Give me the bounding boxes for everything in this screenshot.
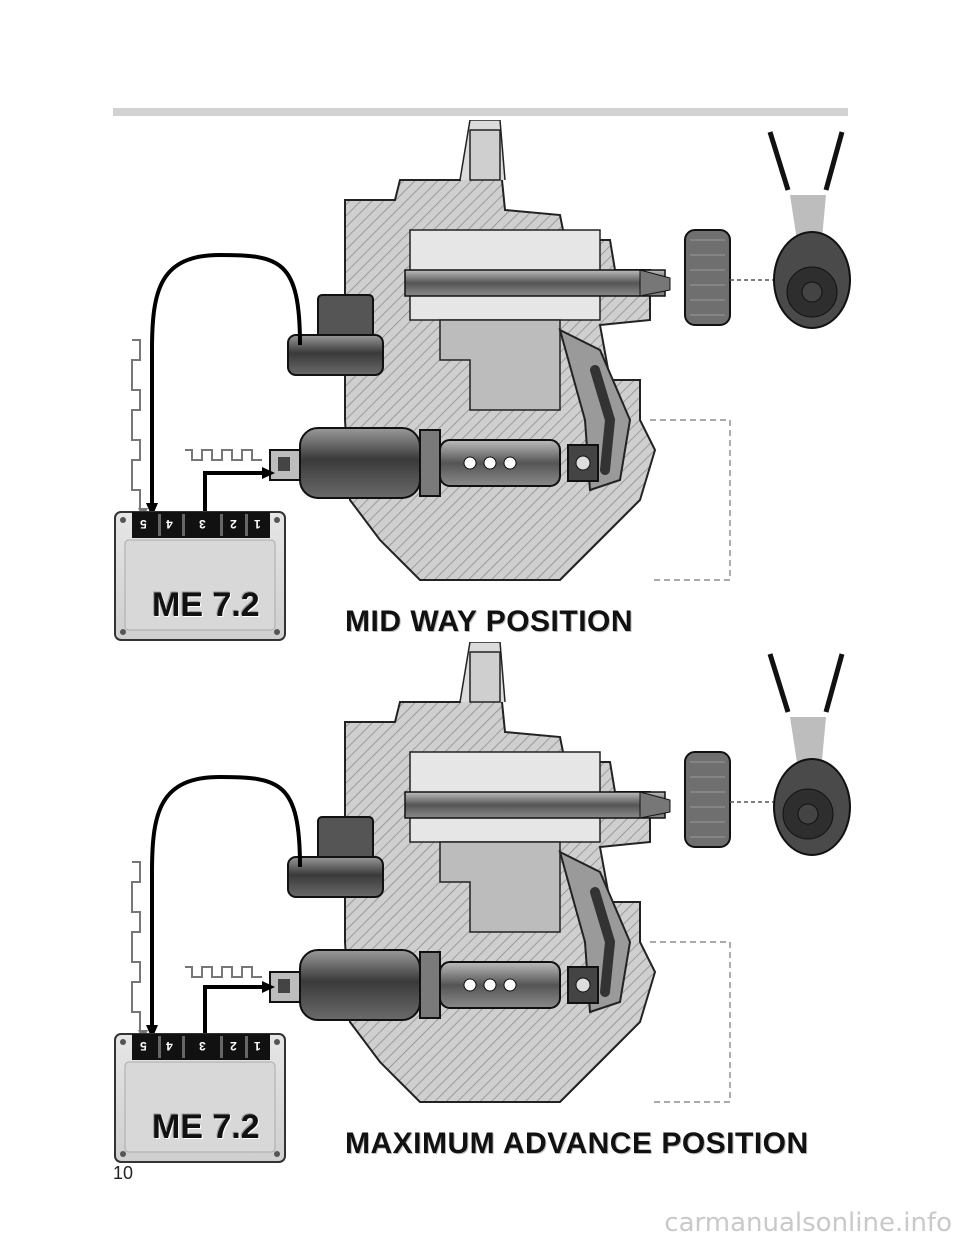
- cam-lobe-indicator: [767, 131, 851, 329]
- vanos-illustration: [114, 120, 851, 641]
- camshaft-position-sensor: [287, 816, 384, 898]
- diagram-mid-way: 5 4 3 2 1 ME 7.2 MID WAY POSITION: [0, 120, 960, 660]
- position-title: MAXIMUM ADVANCE POSITION: [345, 1127, 809, 1160]
- ecu-pin-1: 1: [254, 1039, 261, 1053]
- top-rule: [113, 108, 848, 116]
- vanos-solenoid: [269, 949, 599, 1021]
- wiring: [150, 252, 302, 515]
- ecu-label: ME 7.2: [152, 1108, 260, 1146]
- signal-waveform: [131, 861, 262, 1035]
- ecu-pin-5: 5: [140, 517, 147, 531]
- ecu-pin-4: 4: [166, 1039, 173, 1053]
- ecu-pin-2: 2: [230, 517, 237, 531]
- vanos-solenoid: [269, 427, 599, 499]
- ecu-box: [114, 511, 286, 641]
- engine-housing: [344, 642, 731, 1103]
- wiring: [150, 774, 302, 1037]
- camshaft: [404, 229, 790, 326]
- engine-housing: [344, 120, 731, 581]
- watermark: carmanualsonline.info: [664, 1208, 952, 1238]
- ecu-pin-4: 4: [166, 517, 173, 531]
- ecu-pin-2: 2: [230, 1039, 237, 1053]
- ecu-pin-1: 1: [254, 517, 261, 531]
- ecu-box: [114, 1033, 286, 1163]
- ecu-pin-3: 3: [199, 1039, 206, 1053]
- signal-waveform: [131, 339, 262, 513]
- ecu-pin-3: 3: [199, 517, 206, 531]
- page-number: 10: [113, 1163, 134, 1183]
- position-title: MID WAY POSITION: [345, 605, 634, 638]
- diagram-maximum-advance: 5 4 3 2 1 ME 7.2 MAXIMUM ADVANCE POSITIO…: [0, 642, 960, 1182]
- camshaft-position-sensor: [287, 294, 384, 376]
- cam-lobe-indicator: [767, 653, 851, 856]
- camshaft: [404, 751, 790, 848]
- ecu-pin-5: 5: [140, 1039, 147, 1053]
- vanos-illustration: [114, 642, 851, 1163]
- ecu-label: ME 7.2: [152, 586, 260, 624]
